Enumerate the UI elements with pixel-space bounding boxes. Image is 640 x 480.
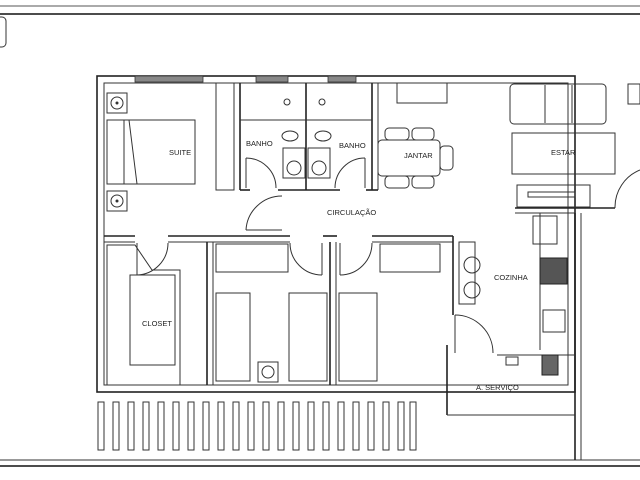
- parking-stripes: [97, 401, 417, 451]
- room-label-cozinha: COZINHA: [494, 273, 528, 282]
- doors: [136, 157, 640, 354]
- drawing-frame: [0, 5, 640, 467]
- room-label-closet: CLOSET: [142, 319, 172, 328]
- walls: [96, 75, 615, 460]
- furniture: [106, 82, 640, 386]
- room-label-estar: ESTAR: [551, 148, 576, 157]
- room-label-banho-2: BANHO: [339, 141, 366, 150]
- room-label-servico: A. SERVIÇO: [476, 383, 519, 392]
- room-label-suite: SUITE: [169, 148, 191, 157]
- room-label-jantar: JANTAR: [404, 151, 433, 160]
- room-label-banho-1: BANHO: [246, 139, 273, 148]
- room-label-circulacao: CIRCULAÇÃO: [327, 208, 376, 217]
